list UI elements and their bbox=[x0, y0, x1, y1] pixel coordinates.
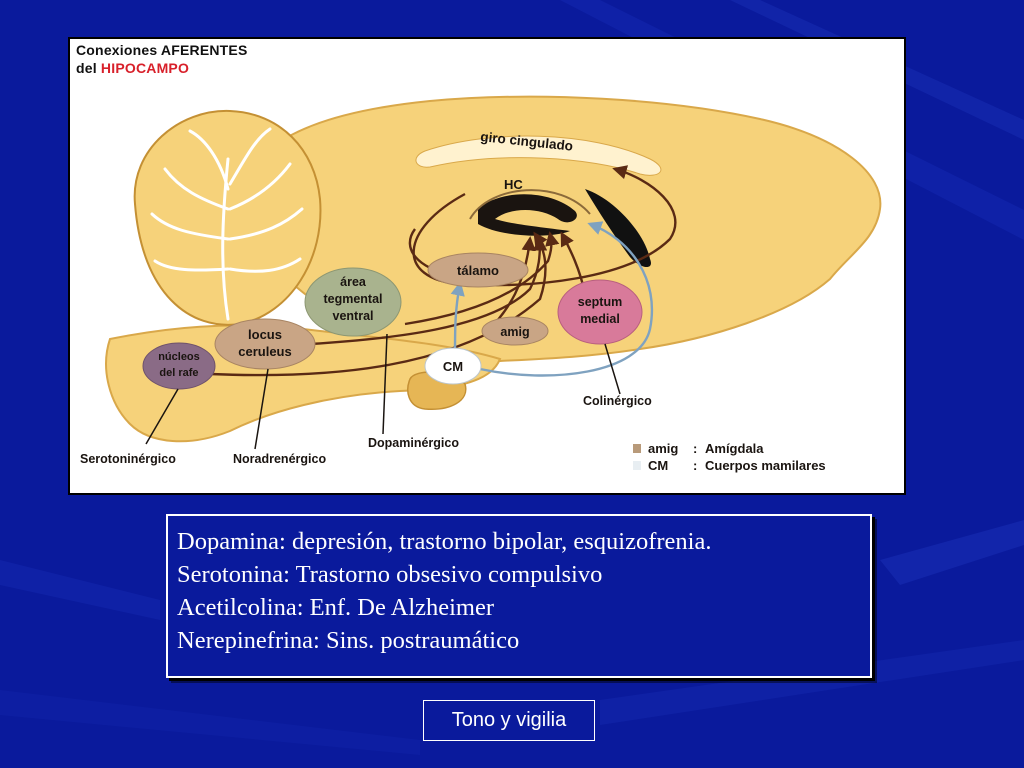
dopaminergic-path bbox=[404, 231, 560, 326]
cm-label: CM bbox=[443, 359, 463, 374]
area-tegmental-label-3: ventral bbox=[333, 309, 374, 323]
noradrenergic-path bbox=[309, 236, 548, 346]
note-line-nerepinefrina: Nerepinefrina: Sins. postraumático bbox=[177, 627, 520, 654]
cm-oval bbox=[424, 347, 482, 385]
cerebellum-shape bbox=[133, 109, 322, 326]
hc-label: HC bbox=[504, 177, 523, 192]
cingulate-path bbox=[412, 165, 677, 287]
caption-box: Tono y vigilia bbox=[423, 700, 595, 741]
figure-title-prefix: del bbox=[76, 60, 101, 76]
septum-oval bbox=[557, 279, 643, 345]
legend-amig-abbr: amig bbox=[648, 441, 678, 456]
dopaminergico-label: Dopaminérgico bbox=[368, 436, 459, 450]
nucleos-rafe-oval bbox=[142, 342, 216, 390]
septum-label-2: medial bbox=[580, 312, 620, 326]
legend-amig-name: Amígdala bbox=[705, 441, 764, 456]
serotoninergico-label: Serotoninérgico bbox=[80, 452, 176, 466]
note-line-dopamina: Dopamina: depresión, trastorno bipolar, … bbox=[177, 528, 712, 555]
cm-to-talamo-path bbox=[450, 281, 465, 355]
nucleos-label-1: núcleos bbox=[158, 351, 200, 363]
legend-amig-sep: : bbox=[693, 441, 697, 456]
nucleos-label-2: del rafe bbox=[159, 367, 198, 379]
hippocampus-shape bbox=[478, 194, 577, 236]
locus-ceruleus-oval bbox=[214, 318, 316, 370]
fornix-shape bbox=[585, 189, 651, 268]
area-tegmental-oval bbox=[304, 267, 402, 337]
figure-title-line2: del HIPOCAMPO bbox=[76, 59, 248, 77]
note-line-acetilcolina: Acetilcolina: Enf. De Alzheimer bbox=[177, 594, 495, 621]
legend-cm-abbr: CM bbox=[648, 458, 668, 473]
note-line-serotonina: Serotonina: Trastorno obsesivo compulsiv… bbox=[177, 561, 603, 588]
brain-diagram: giro cingulado HC tálamo área tegmental … bbox=[80, 95, 882, 473]
legend-swatch-amig bbox=[633, 444, 641, 453]
legend-swatch-cm bbox=[633, 461, 641, 470]
cerebellum-folia bbox=[150, 127, 304, 321]
talamo-label: tálamo bbox=[457, 263, 499, 278]
legend: amig : Amígdala CM : Cuerpos mamilares bbox=[633, 441, 826, 473]
amig-oval bbox=[481, 316, 549, 346]
figure-title-line1: Conexiones AFERENTES bbox=[76, 42, 248, 58]
area-tegmental-label-2: tegmental bbox=[323, 292, 382, 306]
septum-label-1: septum bbox=[578, 295, 622, 309]
legend-cm-name: Cuerpos mamilares bbox=[705, 458, 826, 473]
noradrenergico-label: Noradrenérgico bbox=[233, 452, 326, 466]
neurotransmitter-notes-box: Dopamina: depresión, trastorno bipolar, … bbox=[166, 514, 872, 678]
label-leaders bbox=[145, 333, 621, 450]
figure-title: Conexiones AFERENTES del HIPOCAMPO bbox=[76, 41, 248, 77]
cm-loop-path bbox=[479, 221, 654, 377]
talamo-oval bbox=[427, 252, 529, 288]
amig-label: amig bbox=[500, 325, 529, 339]
figure-title-highlight: HIPOCAMPO bbox=[100, 60, 190, 76]
area-tegmental-label-1: área bbox=[340, 275, 367, 289]
legend-cm-sep: : bbox=[693, 458, 697, 473]
locus-label-2: ceruleus bbox=[238, 344, 291, 359]
locus-label-1: locus bbox=[248, 327, 282, 342]
cingulate-gyrus-strip bbox=[415, 135, 662, 176]
colinergico-label: Colinérgico bbox=[583, 394, 652, 408]
hippocampus-afferents-figure: giro cingulado HC tálamo área tegmental … bbox=[68, 37, 906, 495]
